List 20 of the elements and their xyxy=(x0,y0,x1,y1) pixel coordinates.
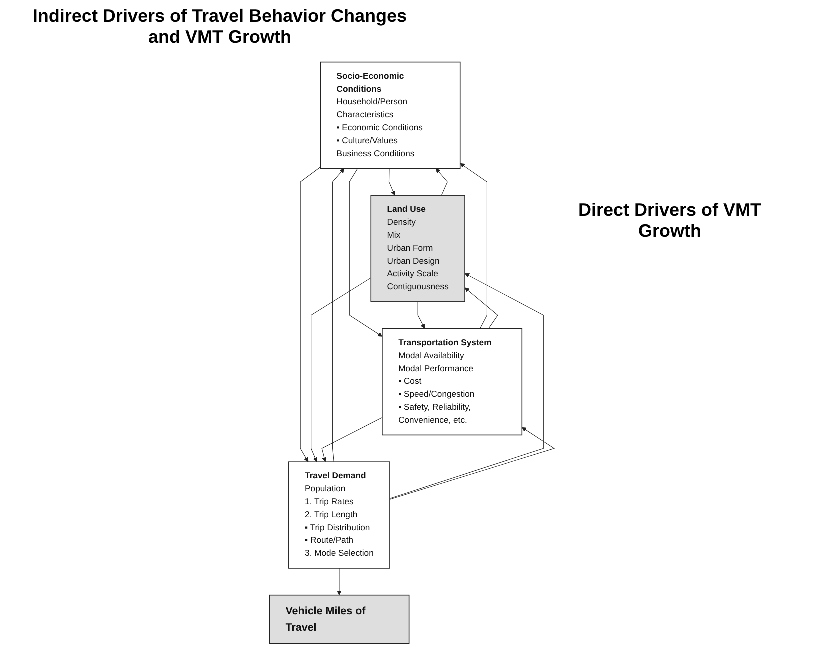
section-heading: Direct Drivers of VMT Growth xyxy=(577,200,763,242)
arrow xyxy=(349,168,383,337)
arrow xyxy=(418,302,426,330)
node-box: Socio-Economic Conditions Household/Person Characteristics • Economic Conditions • Culture/Values Business Conditions xyxy=(320,62,461,170)
arrow xyxy=(464,288,498,330)
arrow xyxy=(390,273,544,500)
node-box: Travel Demand Population 1. Trip Rates 2. Trip Length ▪ Trip Distribution ▪ Route/Path 3. Mode Selection xyxy=(288,462,390,569)
node-box: Transportation System Modal Availability Modal Performance • Cost • Speed/Congestion • Safety, Reliability, Convenience, etc. xyxy=(382,328,523,436)
arrow xyxy=(322,417,383,462)
diagram-title: Indirect Drivers of Travel Behavior Changes and VMT Growth xyxy=(32,6,408,48)
node-box: Vehicle Miles of Travel xyxy=(269,594,410,644)
arrow xyxy=(460,163,488,330)
arrow xyxy=(300,166,321,462)
arrow xyxy=(436,168,448,196)
arrow xyxy=(311,278,372,462)
arrow xyxy=(337,568,342,596)
arrow xyxy=(388,168,396,196)
node-box: Land Use Density Mix Urban Form Urban Design Activity Scale Contiguousness xyxy=(370,195,466,302)
arrow xyxy=(332,168,345,462)
arrow xyxy=(390,427,556,500)
